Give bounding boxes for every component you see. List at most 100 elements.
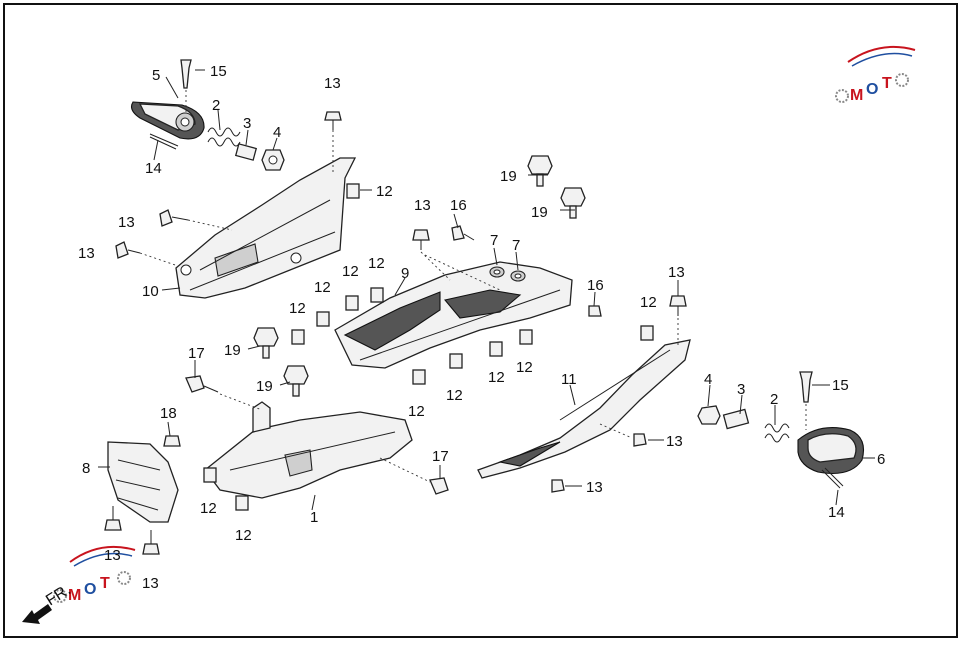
callout-number: 13 (414, 197, 431, 214)
watermark-gear-icon (835, 89, 849, 103)
callout-number: 13 (142, 575, 159, 592)
watermark-letter: O (866, 81, 878, 98)
callout-number: 19 (256, 378, 273, 395)
callout-number: 14 (145, 160, 162, 177)
front-lower-cover-part8 (107, 441, 179, 523)
callout-number: 12 (342, 263, 359, 280)
diagram-frame (3, 3, 958, 638)
spring-part2-upper (207, 127, 241, 147)
callout-number: 15 (210, 63, 227, 80)
callout-number: 14 (828, 504, 845, 521)
callout-number: 12 (516, 359, 533, 376)
callout-number: 13 (104, 547, 121, 564)
callout-number: 3 (243, 115, 251, 132)
callout-number: 5 (152, 67, 160, 84)
hinge-pin-part15-lower (799, 371, 813, 430)
callout-number: 19 (500, 168, 517, 185)
callout-number: 13 (666, 433, 683, 450)
screw-part13-top (324, 111, 342, 175)
grommet-part7-a (489, 266, 505, 278)
bolt-part17-upper (185, 375, 263, 411)
screw-part13-left1 (159, 209, 233, 231)
front-direction-arrow-icon (22, 604, 52, 624)
watermark-letter: O (84, 581, 96, 598)
callout-number: 12 (640, 294, 657, 311)
watermark-letter: M (68, 587, 81, 604)
callout-number: 7 (490, 232, 498, 249)
callout-number: 13 (668, 264, 685, 281)
bolt-part17-lower (379, 457, 449, 495)
pin-part3-upper (234, 143, 258, 161)
screw-part13-bottom2 (142, 530, 160, 555)
nut-part4-upper (261, 149, 285, 171)
callout-number: 2 (770, 391, 778, 408)
callout-number: 16 (450, 197, 467, 214)
bolt-part19-b (560, 187, 586, 219)
callout-number: 8 (82, 460, 90, 477)
callout-number: 15 (832, 377, 849, 394)
callout-number: 19 (224, 342, 241, 359)
callout-number: 18 (160, 405, 177, 422)
right-passenger-footrest-part6 (797, 427, 865, 475)
callout-number: 3 (737, 381, 745, 398)
callout-number: 4 (273, 124, 281, 141)
watermark-letter: M (850, 87, 863, 104)
screw-part13-bottom1 (104, 506, 122, 531)
callout-number: 12 (376, 183, 393, 200)
callout-number: 13 (324, 75, 341, 92)
callout-number: 16 (587, 277, 604, 294)
callout-number: 12 (446, 387, 463, 404)
left-passenger-footrest-part5 (131, 101, 205, 140)
bolt-part19-c (253, 327, 279, 359)
screw-part13-right-top (669, 295, 687, 345)
under-cover-part1 (204, 401, 413, 499)
screw-part13-left2 (115, 241, 179, 267)
callout-number: 6 (877, 451, 885, 468)
watermark-logo-bottom: M O T (53, 545, 136, 604)
callout-number: 13 (78, 245, 95, 262)
callout-number: 4 (704, 371, 712, 388)
cotter-pin-part14-upper (149, 133, 179, 150)
right-side-cover-part11 (477, 339, 691, 479)
screw-part13-center (412, 229, 451, 281)
callout-number: 12 (408, 403, 425, 420)
callout-labels: 5 15 2 3 4 14 13 13 13 12 10 19 19 13 16… (78, 63, 885, 592)
watermark-letter: T (882, 75, 892, 92)
callout-number: 13 (586, 479, 603, 496)
screw-part13-right-mid (599, 423, 647, 447)
callout-number: 12 (289, 300, 306, 317)
callout-number: 12 (235, 527, 252, 544)
screw-part18 (163, 435, 181, 447)
hinge-pin-part15-upper (180, 59, 192, 112)
cotter-pin-part14-lower (821, 467, 844, 489)
spring-part2-lower (764, 423, 790, 443)
callout-number: 11 (561, 371, 577, 388)
callout-number: 7 (512, 237, 520, 254)
callout-number: 17 (188, 345, 205, 362)
grommet-part7-b (510, 270, 526, 282)
screw-part13-right-low (551, 479, 565, 493)
callout-number: 2 (212, 97, 220, 114)
callout-number: 12 (314, 279, 331, 296)
center-floor-panel-part9 (334, 261, 573, 369)
screw-part16-right (588, 305, 602, 317)
callout-number: 17 (432, 448, 449, 465)
speed-nut-clips-part12 (203, 183, 654, 511)
callout-number: 12 (368, 255, 385, 272)
pin-part3-lower (722, 408, 750, 430)
watermark-logo-top: M O T (835, 45, 916, 104)
callout-number: 19 (531, 204, 548, 221)
bolt-part19-a (527, 155, 553, 187)
leader-lines (98, 69, 875, 511)
left-side-cover-part10 (175, 157, 357, 299)
callout-number: 12 (200, 500, 217, 517)
callout-number: 1 (310, 509, 318, 526)
callout-number: 12 (488, 369, 505, 386)
callout-number: 13 (118, 214, 135, 231)
nut-part4-lower (697, 405, 721, 425)
callout-number: 10 (142, 283, 159, 300)
callout-number: 9 (401, 265, 409, 282)
watermark-letter: T (100, 575, 110, 592)
